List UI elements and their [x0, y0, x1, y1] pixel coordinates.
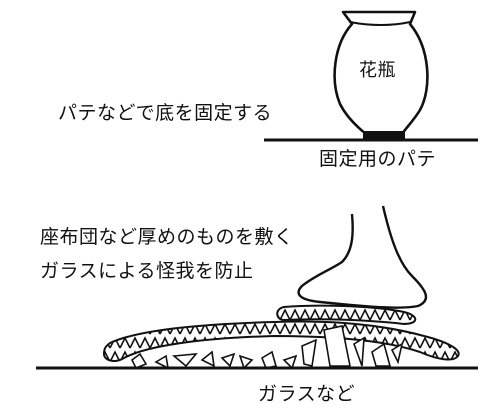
shard — [390, 342, 404, 365]
cushion-drawing — [102, 304, 460, 362]
shard — [220, 352, 236, 368]
fixing-putty-label: 固定用のパテ — [319, 148, 437, 170]
glass-shards — [130, 325, 404, 370]
shard — [200, 350, 216, 368]
shard — [154, 354, 170, 370]
injury-prevention-caption: ガラスによる怪我を防止 — [40, 260, 254, 282]
shard — [130, 352, 148, 370]
shard — [238, 354, 254, 370]
shard — [282, 354, 298, 370]
cushion-front — [102, 320, 460, 362]
putty-fix-caption: パテなどで底を固定する — [58, 102, 273, 124]
vase-neck-line — [349, 21, 411, 26]
shard — [261, 350, 278, 369]
foot-outline — [297, 205, 428, 309]
cushion-caption: 座布団など厚めのものを敷く — [40, 226, 294, 248]
shard — [353, 336, 365, 367]
shard — [371, 342, 392, 367]
glass-label: ガラスなど — [258, 383, 356, 405]
shard — [301, 338, 318, 367]
foot-drawing — [297, 205, 428, 309]
cushion-back — [276, 304, 417, 326]
shard — [323, 325, 351, 367]
vase-label: 花瓶 — [359, 60, 396, 81]
fixing-putty — [363, 131, 405, 140]
shard — [172, 353, 198, 368]
